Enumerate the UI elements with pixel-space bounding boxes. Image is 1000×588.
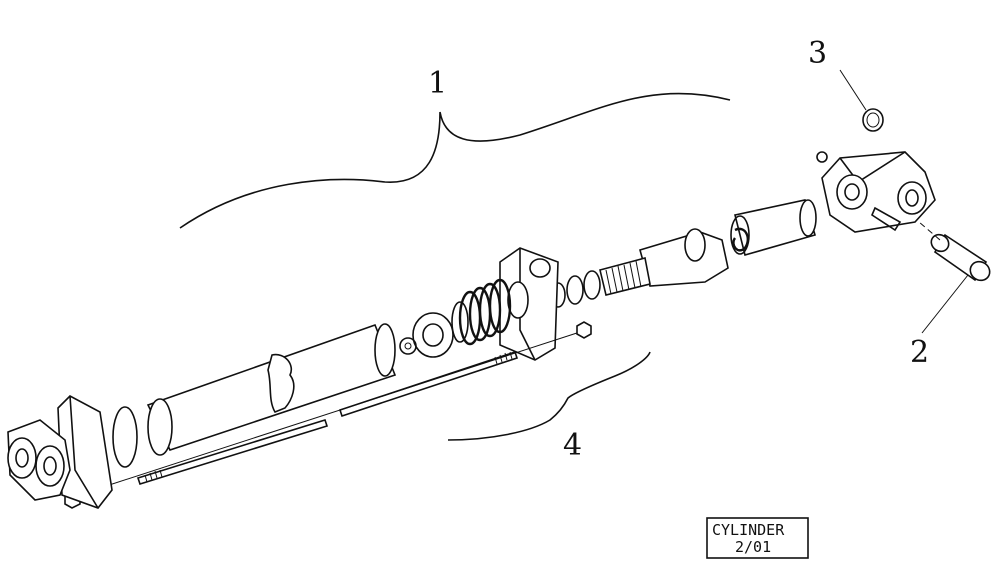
title-line-2: 2/01 — [735, 538, 771, 556]
cylinder-barrel — [146, 323, 397, 456]
callout-1: 1 — [428, 66, 447, 101]
rod-threads — [605, 260, 642, 295]
clevis-pin — [930, 233, 991, 282]
piston — [399, 312, 454, 358]
title-line-1: CYLINDER — [712, 521, 785, 539]
callout-4: 4 — [563, 428, 582, 463]
base-clevis-cap — [7, 395, 113, 509]
callout-3: 3 — [808, 36, 827, 71]
brace-4 — [447, 351, 651, 441]
pin-axis — [904, 209, 941, 241]
rod-end-clevis — [816, 151, 936, 233]
gland-head — [499, 247, 559, 361]
tie-rods — [99, 331, 581, 489]
leader-3 — [839, 69, 867, 111]
barrel-oring — [112, 406, 138, 468]
brace-1 — [179, 92, 731, 229]
title-box: CYLINDER 2/01 — [706, 517, 809, 559]
rod-seals — [550, 270, 601, 308]
spring-seal-pack — [451, 278, 512, 346]
callout-2: 2 — [910, 335, 929, 370]
leader-2 — [921, 274, 969, 334]
retaining-ring — [862, 108, 884, 132]
piston-rod — [599, 199, 817, 296]
